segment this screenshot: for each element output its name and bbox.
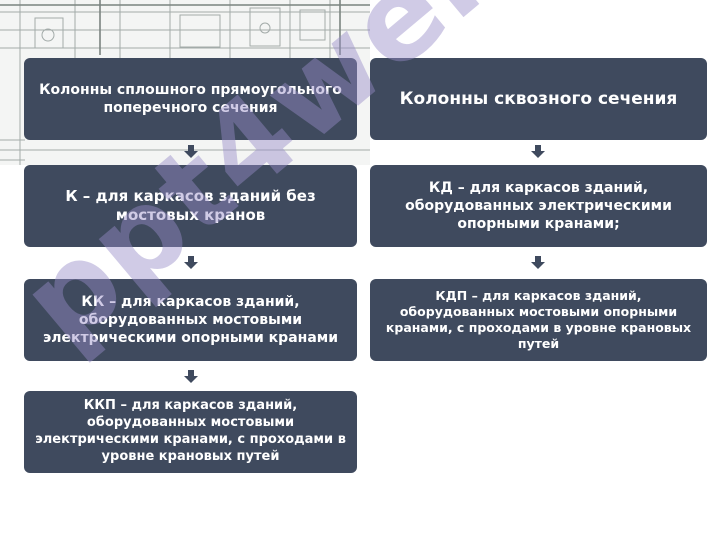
arrow-down-icon xyxy=(184,256,198,269)
left-item-box-k: К – для каркасов зданий без мостовых кра… xyxy=(24,165,357,247)
right-header-text: Колонны сквозного сечения xyxy=(399,88,678,109)
left-item-text: КК – для каркасов зданий, оборудованных … xyxy=(42,293,339,347)
arrow-down-icon xyxy=(531,145,545,158)
arrow-down-icon xyxy=(531,256,545,269)
right-item-box-kdp: КДП – для каркасов зданий, оборудованных… xyxy=(370,279,707,361)
right-item-text: КДП – для каркасов зданий, оборудованных… xyxy=(385,287,692,352)
arrow-down-icon xyxy=(184,145,198,158)
left-item-box-kkp: ККП – для каркасов зданий, оборудованных… xyxy=(24,391,357,473)
right-item-box-kd: КД – для каркасов зданий, оборудованных … xyxy=(370,165,707,247)
left-item-text: ККП – для каркасов зданий, оборудованных… xyxy=(35,398,346,464)
right-header-box: Колонны сквозного сечения xyxy=(370,58,707,140)
right-item-text: КД – для каркасов зданий, оборудованных … xyxy=(405,179,672,233)
left-item-box-kk: КК – для каркасов зданий, оборудованных … xyxy=(24,279,357,361)
left-item-text: К – для каркасов зданий без мостовых кра… xyxy=(65,186,316,225)
left-header-box: Колонны сплошного прямоугольного попереч… xyxy=(24,58,357,140)
left-header-text: Колонны сплошного прямоугольного попереч… xyxy=(39,81,342,116)
arrow-down-icon xyxy=(184,370,198,383)
